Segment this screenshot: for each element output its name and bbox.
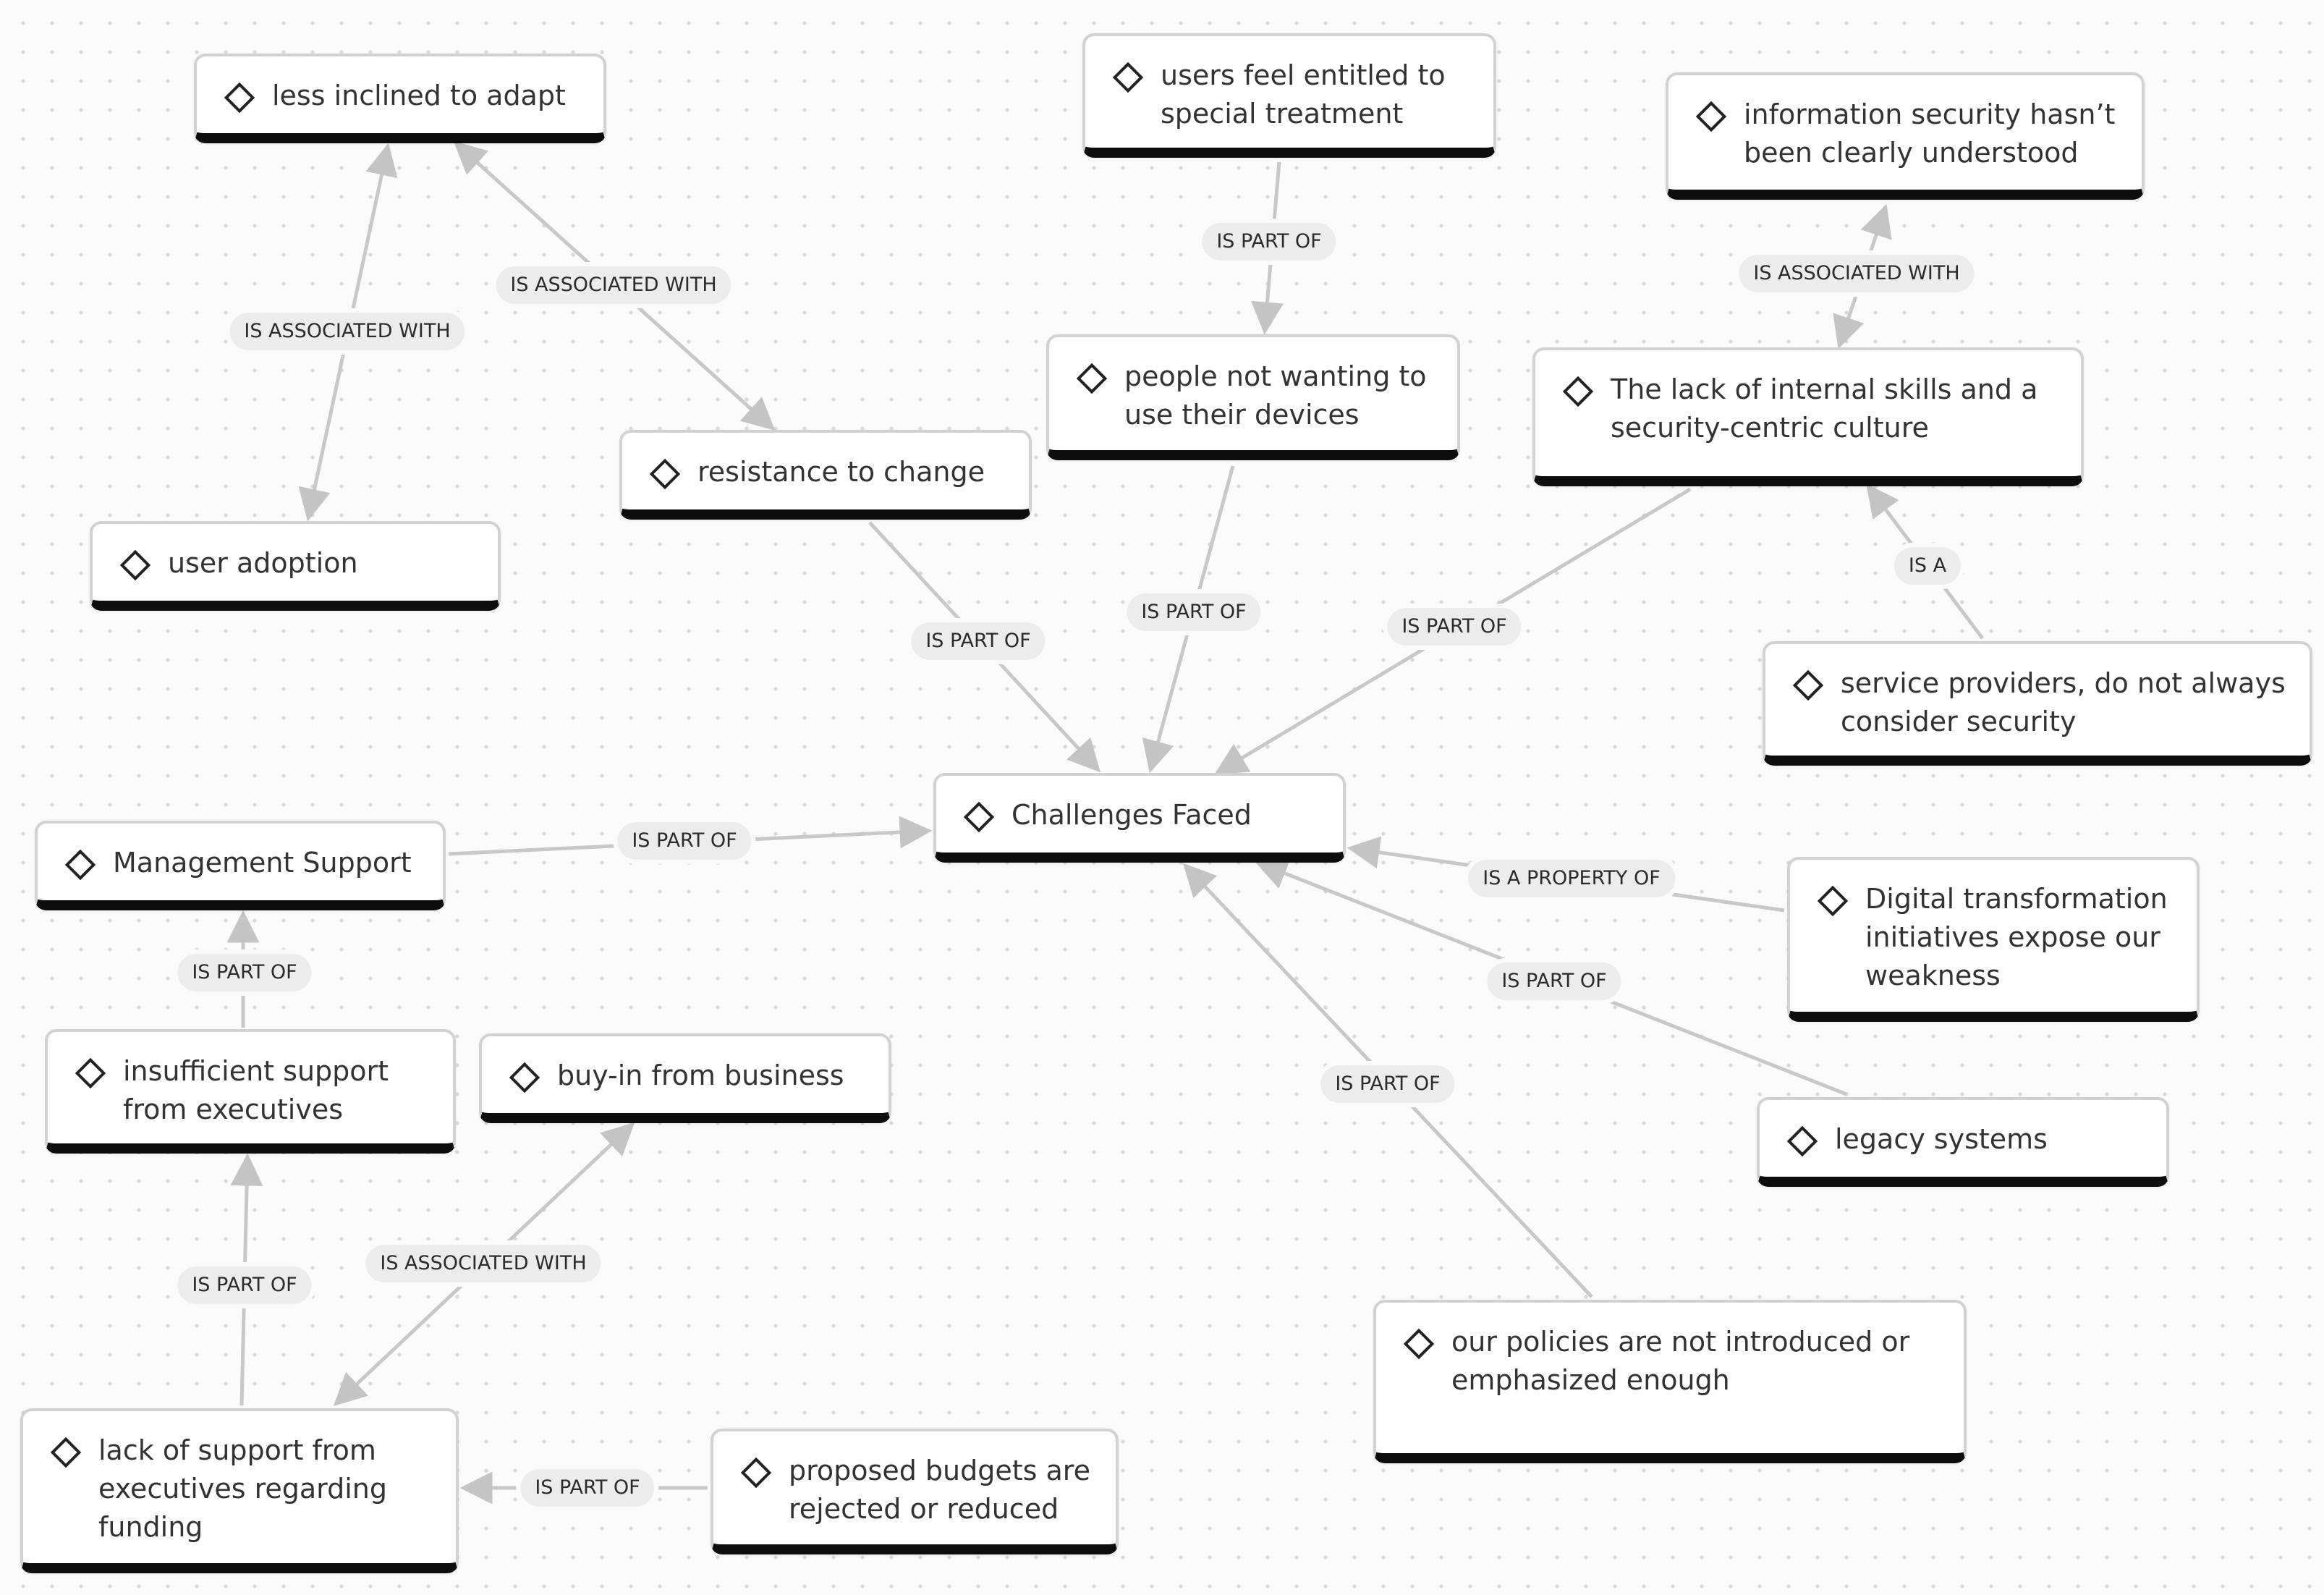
- node-label: resistance to change: [697, 456, 985, 488]
- edge-label[interactable]: IS PART OF: [177, 1266, 312, 1304]
- diamond-icon: [119, 549, 151, 581]
- node-information-security-understood[interactable]: information security hasn’t been clearly…: [1666, 72, 2145, 200]
- node-label: our policies are not introduced or empha…: [1451, 1326, 1910, 1396]
- node-challenges-faced[interactable]: Challenges Faced: [933, 773, 1346, 863]
- edge-label[interactable]: IS ASSOCIATED WITH: [1739, 255, 1975, 292]
- edge-label[interactable]: IS A PROPERTY OF: [1468, 860, 1675, 897]
- diamond-icon: [1792, 669, 1824, 701]
- diamond-icon: [649, 458, 681, 490]
- node-legacy-systems[interactable]: legacy systems: [1757, 1097, 2169, 1187]
- node-label: The lack of internal skills and a securi…: [1611, 373, 2038, 444]
- node-label: information security hasn’t been clearly…: [1744, 98, 2116, 169]
- node-service-providers[interactable]: service providers, do not always conside…: [1763, 641, 2312, 766]
- edge-label[interactable]: IS ASSOCIATED WITH: [496, 266, 731, 304]
- node-label: Digital transformation initiatives expos…: [1865, 883, 2168, 991]
- node-label: people not wanting to use their devices: [1124, 360, 1427, 431]
- edge-label[interactable]: IS PART OF: [1320, 1065, 1455, 1103]
- node-label: Challenges Faced: [1012, 799, 1252, 831]
- node-digital-transformation[interactable]: Digital transformation initiatives expos…: [1787, 857, 2200, 1022]
- edge-label[interactable]: IS PART OF: [1202, 223, 1336, 261]
- diamond-icon: [963, 801, 995, 833]
- diamond-icon: [1403, 1328, 1435, 1360]
- diamond-icon: [64, 849, 96, 881]
- diamond-icon: [1817, 885, 1849, 917]
- node-label: users feel entitled to special treatment: [1161, 59, 1446, 130]
- edge-label[interactable]: IS ASSOCIATED WITH: [365, 1245, 601, 1282]
- node-management-support[interactable]: Management Support: [35, 821, 446, 910]
- node-people-not-wanting-devices[interactable]: people not wanting to use their devices: [1046, 334, 1460, 460]
- diamond-icon: [509, 1062, 540, 1093]
- edge-label[interactable]: IS PART OF: [911, 622, 1046, 660]
- node-label: legacy systems: [1835, 1123, 2048, 1155]
- node-buy-in-from-business[interactable]: buy-in from business: [479, 1033, 891, 1123]
- node-resistance-to-change[interactable]: resistance to change: [619, 430, 1032, 520]
- node-label: less inclined to adapt: [272, 80, 566, 111]
- diamond-icon: [1562, 376, 1594, 407]
- node-label: service providers, do not always conside…: [1841, 667, 2286, 737]
- edge-label[interactable]: IS PART OF: [520, 1469, 655, 1507]
- edge-label[interactable]: IS ASSOCIATED WITH: [229, 313, 465, 350]
- node-policies-not-introduced[interactable]: our policies are not introduced or empha…: [1373, 1300, 1967, 1463]
- edge-label[interactable]: IS PART OF: [1127, 593, 1261, 631]
- diamond-icon: [1695, 101, 1727, 132]
- node-label: Management Support: [113, 847, 412, 879]
- node-label: buy-in from business: [557, 1059, 844, 1091]
- diamond-icon: [740, 1457, 772, 1489]
- node-label: insufficient support from executives: [123, 1055, 389, 1125]
- node-proposed-budgets-rejected[interactable]: proposed budgets are rejected or reduced: [711, 1429, 1119, 1554]
- diamond-icon: [50, 1437, 82, 1468]
- diamond-icon: [75, 1057, 106, 1089]
- diamond-icon: [1076, 363, 1108, 394]
- node-label: proposed budgets are rejected or reduced: [789, 1455, 1090, 1525]
- node-lack-of-internal-skills[interactable]: The lack of internal skills and a securi…: [1532, 347, 2084, 486]
- node-insufficient-support[interactable]: insufficient support from executives: [45, 1029, 456, 1154]
- node-users-feel-entitled[interactable]: users feel entitled to special treatment: [1082, 33, 1496, 158]
- edge-label[interactable]: IS PART OF: [1487, 962, 1621, 1000]
- node-lack-of-support-funding[interactable]: lack of support from executives regardin…: [20, 1408, 459, 1573]
- edge-label[interactable]: IS PART OF: [177, 954, 312, 991]
- edge-label[interactable]: IS PART OF: [617, 822, 752, 860]
- node-user-adoption[interactable]: user adoption: [90, 521, 501, 611]
- diamond-icon: [224, 82, 255, 114]
- node-label: lack of support from executives regardin…: [98, 1434, 387, 1543]
- diamond-icon: [1786, 1125, 1818, 1157]
- edge-label[interactable]: IS A: [1893, 547, 1962, 585]
- node-less-inclined-to-adapt[interactable]: less inclined to adapt: [194, 54, 606, 143]
- edge-label[interactable]: IS PART OF: [1387, 608, 1522, 646]
- node-label: user adoption: [168, 547, 358, 579]
- diamond-icon: [1112, 62, 1144, 93]
